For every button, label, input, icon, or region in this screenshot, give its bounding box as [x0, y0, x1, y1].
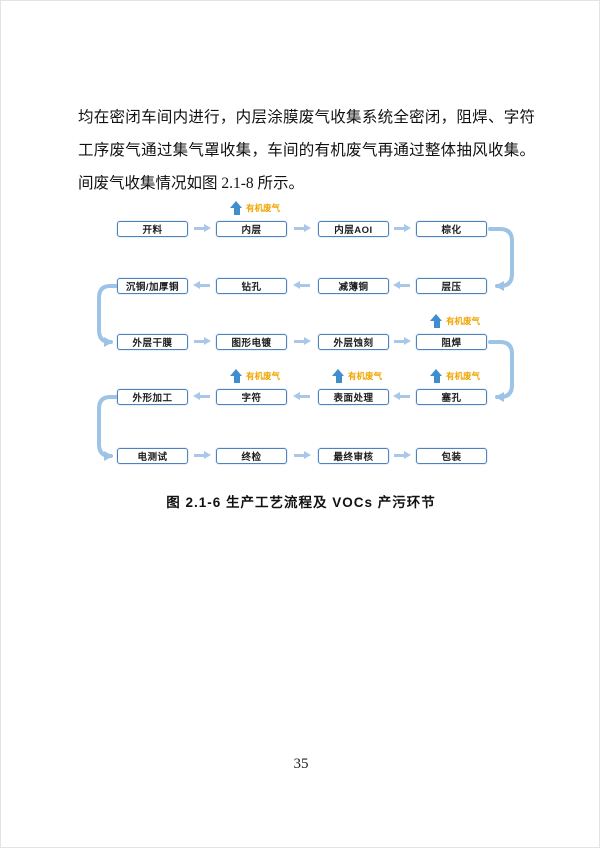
process-box-dianceshi: 电测试: [117, 448, 188, 464]
flow-arrow-right-icon: [393, 337, 411, 346]
up-arrow-icon: [430, 314, 443, 329]
voc-label: 有机废气: [446, 371, 481, 381]
process-box-neiceng: 内层: [216, 221, 287, 237]
up-arrow-icon: [230, 369, 243, 384]
process-box-zifu: 字符: [216, 389, 287, 405]
process-flowchart: 开料 内层 内层AOI 棕化 有机废气 沉铜/加厚铜 钻孔 减薄铜 层压 外层干…: [96, 198, 531, 483]
flow-arrow-left-icon: [393, 281, 411, 290]
flow-arrow-right-icon: [293, 451, 311, 460]
process-box-jianbotong: 减薄铜: [318, 278, 389, 294]
process-box-tuxing-diandu: 图形电镀: [216, 334, 287, 350]
process-box-zhongjian: 终检: [216, 448, 287, 464]
flow-arrow-left-icon: [193, 392, 211, 401]
connector-row3-row4: [488, 340, 514, 402]
process-box-saikong: 塞孔: [416, 389, 487, 405]
process-box-zuankong: 钻孔: [216, 278, 287, 294]
flow-arrow-right-icon: [293, 224, 311, 233]
flow-arrow-right-icon: [293, 337, 311, 346]
connector-row1-row2: [488, 227, 514, 291]
connector-row4-row5: [97, 395, 119, 461]
process-box-neiceng-aoi: 内层AOI: [318, 221, 389, 237]
flow-arrow-right-icon: [393, 451, 411, 460]
flow-arrow-right-icon: [193, 224, 211, 233]
up-arrow-icon: [332, 369, 345, 384]
voc-emission-marker: 有机废气: [230, 201, 280, 218]
voc-label: 有机废气: [348, 371, 383, 381]
page-number: 35: [293, 756, 309, 772]
flow-arrow-right-icon: [193, 337, 211, 346]
process-box-cengya: 层压: [416, 278, 487, 294]
flow-arrow-left-icon: [293, 281, 311, 290]
process-box-waixing-jiagong: 外形加工: [117, 389, 188, 405]
voc-emission-marker: 有机废气: [230, 369, 280, 386]
flow-arrow-left-icon: [293, 392, 311, 401]
process-box-baozhuang: 包装: [416, 448, 487, 464]
figure-caption: 图 2.1-6 生产工艺流程及 VOCs 产污环节: [166, 495, 436, 510]
flow-arrow-right-icon: [393, 224, 411, 233]
process-box-zuhan: 阻焊: [416, 334, 487, 350]
voc-label: 有机废气: [246, 203, 281, 213]
paragraph-line: 工序废气通过集气罩收集，车间的有机废气再通过整体抽风收集。车: [78, 142, 535, 159]
voc-label: 有机废气: [246, 371, 281, 381]
body-paragraph: 均在密闭车间内进行，内层涂膜废气收集系统全密闭，阻焊、字符等 工序废气通过集气罩…: [78, 101, 535, 200]
voc-emission-marker: 有机废气: [332, 369, 382, 386]
connector-row2-row3: [97, 284, 119, 347]
process-box-zonghua: 棕化: [416, 221, 487, 237]
flow-arrow-left-icon: [193, 281, 211, 290]
process-box-zuizhong-shenhe: 最终审核: [318, 448, 389, 464]
process-box-kailiao: 开料: [117, 221, 188, 237]
paragraph-line: 间废气收集情况如图 2.1-8 所示。: [78, 175, 305, 192]
voc-emission-marker: 有机废气: [430, 369, 480, 386]
voc-label: 有机废气: [446, 316, 481, 326]
flow-arrow-left-icon: [393, 392, 411, 401]
process-box-waiceng-shike: 外层蚀刻: [318, 334, 389, 350]
process-box-chentong: 沉铜/加厚铜: [117, 278, 188, 294]
paragraph-line: 均在密闭车间内进行，内层涂膜废气收集系统全密闭，阻焊、字符等: [78, 109, 535, 126]
voc-emission-marker: 有机废气: [430, 314, 480, 331]
up-arrow-icon: [230, 201, 243, 216]
process-box-biaomian-chuli: 表面处理: [318, 389, 389, 405]
up-arrow-icon: [430, 369, 443, 384]
process-box-waiceng-ganmo: 外层干膜: [117, 334, 188, 350]
flow-arrow-right-icon: [193, 451, 211, 460]
